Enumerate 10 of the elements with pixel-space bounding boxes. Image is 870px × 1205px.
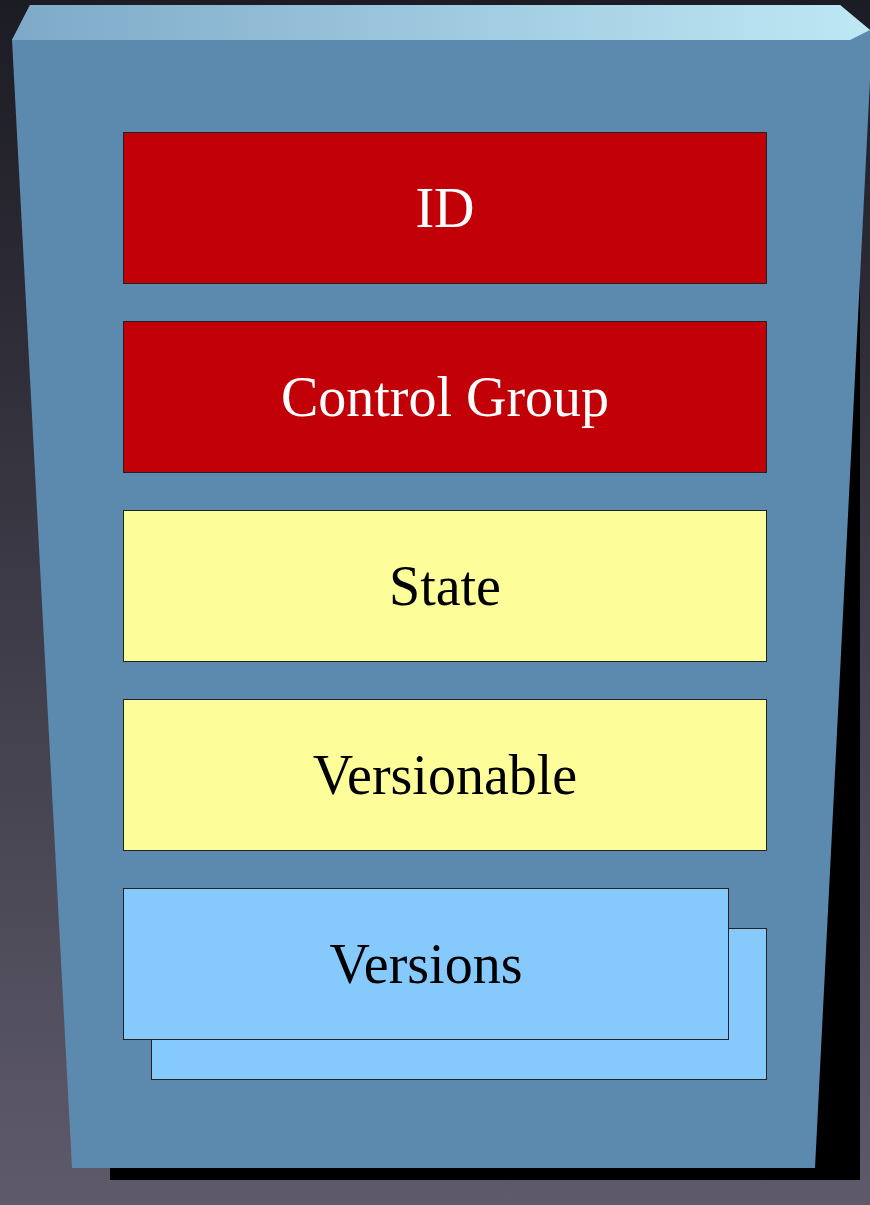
field-label: Versionable: [312, 743, 578, 807]
field-label: Control Group: [280, 365, 610, 429]
field-box: [123, 699, 767, 851]
field-label: State: [389, 554, 501, 618]
field-box: [123, 510, 767, 662]
field-box: [123, 321, 767, 473]
field-box: [123, 132, 767, 284]
field-label: Versions: [328, 932, 524, 997]
field-label: ID: [415, 176, 475, 240]
stacked-boxes: [123, 888, 767, 1080]
